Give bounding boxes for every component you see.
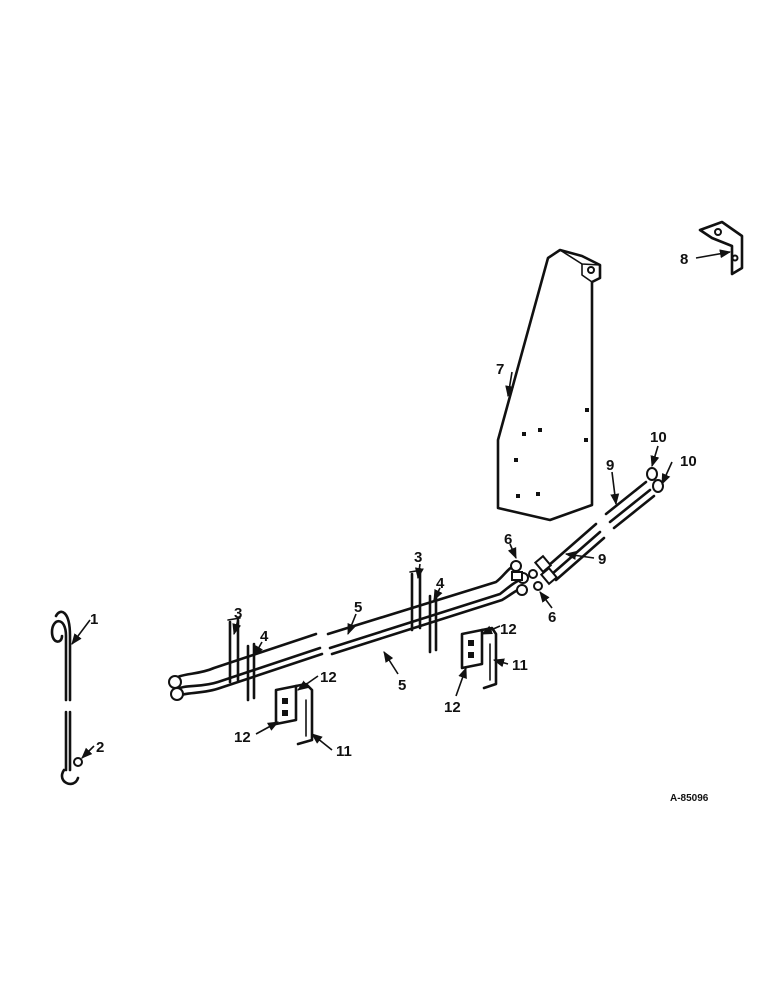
tube-fittings-part (510, 560, 543, 596)
callout-11-left: 11 (336, 743, 352, 760)
callout-2: 2 (96, 739, 104, 756)
bracket-center-part (480, 626, 498, 690)
clip-nut-part (73, 757, 83, 767)
leader-lines (71, 249, 732, 759)
callout-1: 1 (90, 611, 98, 628)
tube-clip-part (50, 610, 80, 786)
callout-3-center: 3 (414, 549, 422, 566)
hydraulic-hoses-part (533, 480, 656, 586)
callout-3-left: 3 (234, 605, 242, 622)
o-rings-part (646, 467, 664, 493)
clamp-block-left-part (274, 684, 298, 726)
callout-11-center: 11 (512, 657, 528, 674)
callout-5-bottom: 5 (398, 677, 406, 694)
callout-12-center-bottom: 12 (444, 699, 461, 716)
callout-6-top: 6 (504, 531, 512, 548)
bracket-left-part (294, 682, 314, 746)
tube-assembly-left (168, 632, 324, 701)
post-left-part (227, 617, 241, 684)
callout-8: 8 (680, 251, 688, 268)
callout-5-top: 5 (354, 599, 362, 616)
callout-10-right: 10 (680, 453, 697, 470)
angle-bracket-part (698, 220, 744, 276)
callout-6-bottom: 6 (548, 609, 556, 626)
clamp-block-center-part (460, 628, 484, 670)
callout-4-left: 4 (260, 628, 269, 645)
callout-9-top: 9 (606, 457, 614, 474)
callout-12-center-top: 12 (500, 621, 517, 638)
shield-plate-part (496, 248, 602, 522)
support-center-part (428, 592, 438, 654)
callout-12-left-top: 12 (320, 669, 337, 686)
callout-7: 7 (496, 361, 504, 378)
figure-reference-number: A-85096 (670, 793, 709, 804)
callout-10-top: 10 (650, 429, 667, 446)
callout-12-left-bottom: 12 (234, 729, 251, 746)
callout-4-center: 4 (436, 575, 445, 592)
callout-9-bottom: 9 (598, 551, 606, 568)
